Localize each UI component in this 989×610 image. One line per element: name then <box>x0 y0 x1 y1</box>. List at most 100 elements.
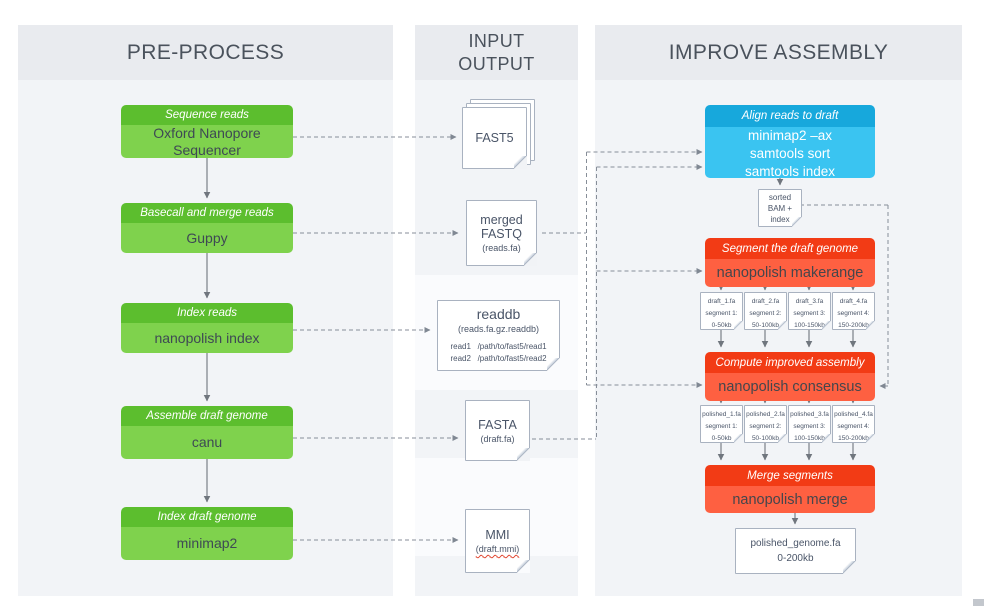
step-index-reads-label: Index reads <box>121 303 293 323</box>
draft-1-segment: segment 1: <box>705 310 738 318</box>
step-assemble-tool: canu <box>121 426 293 459</box>
folded-corner-icon <box>517 560 530 573</box>
draft-3-file: draft_3.fa <box>795 298 824 305</box>
draft-segment-3-doc: draft_3.fa segment 3: 100-150kb <box>788 292 831 330</box>
polished-segment-3-doc: polished_3.fa segment 3: 100-150kb <box>788 405 831 443</box>
readdb-filename: (reads.fa.gz.readdb) <box>457 323 540 334</box>
step-sequence-reads-tool: Oxford Nanopore Sequencer <box>121 125 293 158</box>
folded-corner-icon <box>517 448 530 461</box>
polished-1-segment: segment 1: <box>705 423 738 431</box>
draft-segment-2-doc: draft_2.fa segment 2: 50-100kb <box>744 292 787 330</box>
improve-title-text: IMPROVE ASSEMBLY <box>668 40 889 64</box>
polished-genome-range: 0-200kb <box>777 553 814 564</box>
draft-4-range: 150-200kb <box>838 322 869 330</box>
makerange-box: Segment the draft genome nanopolish make… <box>705 238 875 287</box>
merge-label: Merge segments <box>705 465 875 486</box>
folded-corner-icon <box>778 321 787 330</box>
folded-corner-icon <box>734 434 743 443</box>
scrollbar-fragment[interactable] <box>973 599 984 606</box>
folded-corner-icon <box>547 358 560 371</box>
polished-3-range: 100-150kb <box>794 435 825 443</box>
fast5-front-sheet: FAST5 <box>462 107 527 169</box>
step-index-draft-tool: minimap2 <box>121 527 293 560</box>
readdb-row-1: read1 /path/to/fast5/read1 <box>450 341 547 351</box>
draft-2-range: 50-100kb <box>751 322 780 330</box>
folded-corner-icon <box>792 217 802 227</box>
polished-4-segment: segment 4: <box>837 423 870 431</box>
polished-segment-4-sheet: polished_4.fa segment 4: 150-200kb <box>832 405 875 443</box>
sorted-bam-sheet: sorted BAM + index <box>758 189 802 227</box>
draft-segment-1-doc: draft_1.fa segment 1: 0-50kb <box>700 292 743 330</box>
fastq-doc: merged FASTQ (reads.fa) <box>466 200 537 266</box>
step-index-draft: Index draft genome minimap2 <box>121 507 293 560</box>
consensus-tool: nanopolish consensus <box>705 373 875 401</box>
fastq-sheet: merged FASTQ (reads.fa) <box>466 200 537 266</box>
draft-segment-4-sheet: draft_4.fa segment 4: 150-200kb <box>832 292 875 330</box>
folded-corner-icon <box>843 561 856 574</box>
step-basecall-label: Basecall and merge reads <box>121 203 293 223</box>
mmi-sheet: MMI (draft.mmi) <box>465 509 530 573</box>
polished-segment-3-sheet: polished_3.fa segment 3: 100-150kb <box>788 405 831 443</box>
align-label: Align reads to draft <box>705 105 875 127</box>
folded-corner-icon <box>514 156 527 169</box>
bam-line-1: sorted <box>768 193 792 202</box>
readdb-sheet: readdb (reads.fa.gz.readdb) read1 /path/… <box>437 300 560 371</box>
step-sequence-reads-label: Sequence reads <box>121 105 293 125</box>
polished-2-range: 50-100kb <box>751 435 780 443</box>
io-title: INPUT OUTPUT <box>415 25 578 80</box>
step-basecall: Basecall and merge reads Guppy <box>121 203 293 253</box>
draft-segment-2-sheet: draft_2.fa segment 2: 50-100kb <box>744 292 787 330</box>
makerange-label: Segment the draft genome <box>705 238 875 259</box>
draft-segment-4-doc: draft_4.fa segment 4: 150-200kb <box>832 292 875 330</box>
folded-corner-icon <box>822 321 831 330</box>
align-commands: minimap2 –ax samtools sort samtools inde… <box>705 127 875 178</box>
folded-corner-icon <box>866 321 875 330</box>
polished-genome-file: polished_genome.fa <box>750 537 841 549</box>
fastq-label: merged FASTQ <box>480 213 523 241</box>
folded-corner-icon <box>734 321 743 330</box>
bam-line-2: BAM + <box>767 203 793 213</box>
draft-1-file: draft_1.fa <box>707 298 736 305</box>
polished-segment-1-doc: polished_1.fa segment 1: 0-50kb <box>700 405 743 443</box>
polished-3-segment: segment 3: <box>793 423 826 431</box>
readdb-label: readdb <box>476 305 521 322</box>
step-assemble: Assemble draft genome canu <box>121 406 293 459</box>
polished-2-segment: segment 2: <box>749 423 782 431</box>
fasta-label: FASTA <box>478 417 517 432</box>
polished-2-file: polished_2.fa <box>746 411 785 418</box>
polished-segment-4-doc: polished_4.fa segment 4: 150-200kb <box>832 405 875 443</box>
mmi-filename: (draft.mmi) <box>475 544 520 554</box>
draft-segment-1-sheet: draft_1.fa segment 1: 0-50kb <box>700 292 743 330</box>
fasta-sheet: FASTA (draft.fa) <box>465 400 530 461</box>
polished-genome-doc: polished_genome.fa 0-200kb <box>735 528 856 574</box>
fastq-filename: (reads.fa) <box>482 243 521 253</box>
polished-segment-2-doc: polished_2.fa segment 2: 50-100kb <box>744 405 787 443</box>
step-index-reads-tool: nanopolish index <box>121 323 293 353</box>
io-title-line1: INPUT <box>468 31 525 51</box>
polished-4-file: polished_4.fa <box>834 411 873 418</box>
align-cmd-1: minimap2 –ax <box>747 128 833 143</box>
bam-line-3: index <box>770 214 790 224</box>
draft-4-segment: segment 4: <box>837 310 870 318</box>
step-assemble-label: Assemble draft genome <box>121 406 293 426</box>
align-box: Align reads to draft minimap2 –ax samtoo… <box>705 105 875 178</box>
polished-genome-sheet: polished_genome.fa 0-200kb <box>735 528 856 574</box>
io-title-line2: OUTPUT <box>458 53 535 74</box>
folded-corner-icon <box>524 253 537 266</box>
mmi-doc: MMI (draft.mmi) <box>465 509 530 573</box>
polished-1-range: 0-50kb <box>711 435 732 443</box>
draft-2-segment: segment 2: <box>749 310 782 318</box>
folded-corner-icon <box>822 434 831 443</box>
draft-2-file: draft_2.fa <box>751 298 780 305</box>
improve-title: IMPROVE ASSEMBLY <box>595 25 962 80</box>
folded-corner-icon <box>866 434 875 443</box>
fast5-label: FAST5 <box>475 131 514 145</box>
step-basecall-tool: Guppy <box>121 223 293 253</box>
sorted-bam-doc: sorted BAM + index <box>758 189 802 227</box>
step-index-draft-label: Index draft genome <box>121 507 293 527</box>
polished-4-range: 150-200kb <box>838 435 869 443</box>
draft-segment-3-sheet: draft_3.fa segment 3: 100-150kb <box>788 292 831 330</box>
step-sequence-reads: Sequence reads Oxford Nanopore Sequencer <box>121 105 293 158</box>
consensus-label: Compute improved assembly <box>705 352 875 373</box>
